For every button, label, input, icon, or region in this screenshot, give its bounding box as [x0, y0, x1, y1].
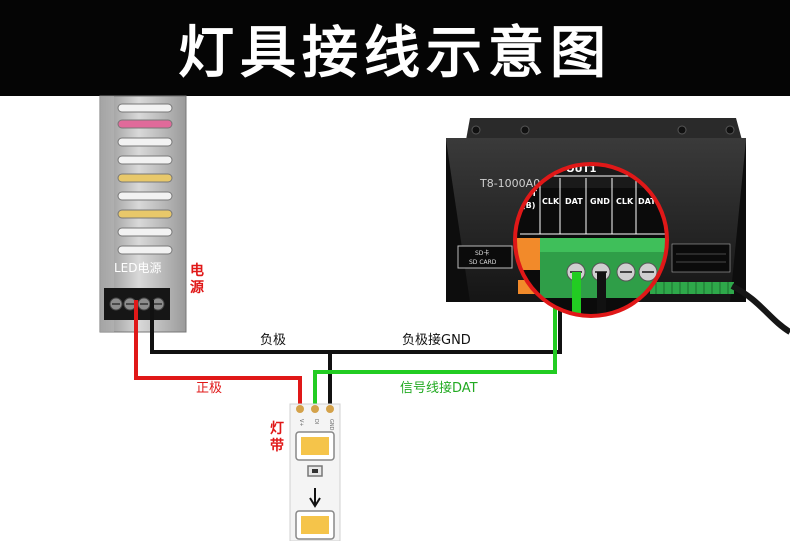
- negative-to-gnd-label: 负极接GND: [402, 332, 471, 348]
- controller-model: T8-1000A0: [479, 177, 540, 190]
- pin-label-gnd: GND: [590, 197, 610, 206]
- title-banner: 灯具接线示意图: [0, 0, 790, 96]
- power-supply: LED电源: [99, 95, 187, 333]
- negative-wire: [150, 296, 562, 354]
- sd-card-label: SD卡: [475, 249, 489, 257]
- pin-label-dat: DAT: [565, 197, 583, 206]
- signal-wire: [313, 290, 557, 408]
- zoom-detail: OUT1 UT (B) CLK DAT GND CLK DAT: [513, 162, 669, 318]
- controller-right-terminals: [650, 243, 734, 294]
- pin-label-dat-2: DAT: [638, 197, 656, 206]
- wires: [134, 290, 562, 408]
- strip-solder-pads: V+ DI GND: [296, 405, 334, 431]
- power-supply-logo: LED电源: [114, 261, 162, 275]
- page-title: 灯具接线示意图: [178, 20, 612, 86]
- signal-to-dat-label: 信号线接DAT: [400, 380, 478, 396]
- power-supply-label-2: 源: [190, 279, 204, 296]
- data-direction-arrow: [309, 488, 321, 508]
- port-group-label: OUT1: [566, 164, 596, 175]
- sd-card-slot: SD卡 SD CARD: [457, 245, 513, 269]
- pad-label-di: DI: [313, 419, 319, 424]
- led-strip: V+ DI GND: [289, 403, 341, 541]
- sd-card-label-en: SD CARD: [469, 259, 497, 266]
- pad-label-vplus: V+: [298, 419, 304, 427]
- strip-label-1: 灯: [270, 420, 284, 437]
- negative-label: 负极: [260, 333, 286, 348]
- positive-label: 正极: [196, 381, 222, 396]
- pad-label-gnd: GND: [328, 419, 334, 431]
- port-left-partial-b: (B): [522, 201, 535, 210]
- strip-label-2: 带: [270, 438, 284, 454]
- power-supply-vents: [117, 103, 173, 255]
- pin-label-clk-2: CLK: [616, 197, 634, 206]
- positive-wire: [134, 300, 302, 408]
- pin-label-clk: CLK: [542, 197, 560, 206]
- power-supply-label-1: 电: [190, 262, 204, 279]
